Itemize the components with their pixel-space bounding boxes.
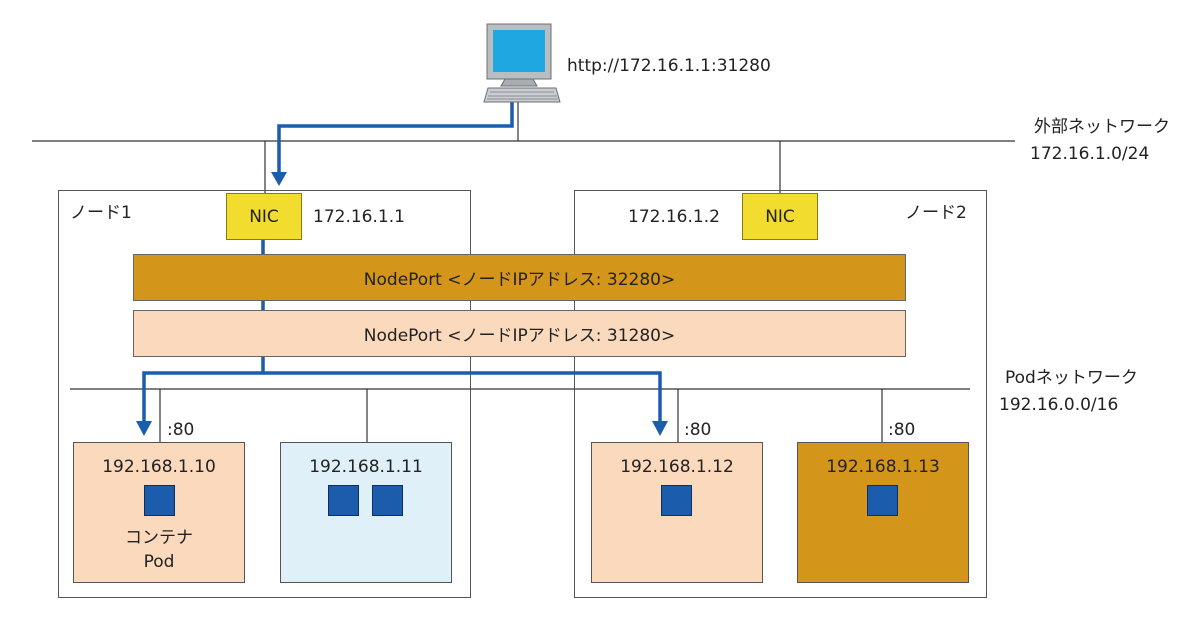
- pod4-port: :80: [888, 420, 916, 440]
- pod-192-168-1-11: 192.168.1.11: [280, 442, 452, 583]
- node1-box: [58, 190, 471, 598]
- client-url: http://172.16.1.1:31280: [567, 56, 771, 76]
- traffic-arrow-nic: [271, 172, 287, 186]
- pod-ip: 192.168.1.10: [102, 457, 216, 477]
- pod-label: Pod: [143, 552, 175, 572]
- nodeport-31280: NodePort <ノードIPアドレス: 31280>: [133, 310, 906, 357]
- pod-network-name: Podネットワーク: [1005, 368, 1138, 388]
- node1-ip: 172.16.1.1: [313, 207, 405, 227]
- pod3-port: :80: [684, 420, 712, 440]
- container-icon: [144, 485, 175, 516]
- node1-name: ノード1: [70, 203, 132, 223]
- pod-192-168-1-13: 192.168.1.13: [797, 442, 969, 583]
- container-icon: [328, 485, 359, 516]
- node2-nic: NIC: [742, 193, 818, 240]
- nodeport-32280: NodePort <ノードIPアドレス: 32280>: [133, 254, 906, 301]
- traffic-path-branch-node2: [263, 371, 662, 425]
- pod-ip: 192.168.1.12: [620, 457, 734, 477]
- container-icon: [372, 485, 403, 516]
- node2-name: ノード2: [905, 203, 967, 223]
- container-icon: [661, 485, 692, 516]
- node2-box: [574, 190, 987, 598]
- external-network-cidr: 172.16.1.0/24: [1030, 144, 1150, 164]
- traffic-path-nic-to-pods: [142, 240, 265, 425]
- pod-192-168-1-10: 192.168.1.10 コンテナ Pod: [73, 442, 245, 583]
- container-icon: [867, 485, 898, 516]
- pod-network-cidr: 192.16.0.0/16: [999, 395, 1119, 415]
- traffic-path-client-to-nic: [277, 102, 514, 176]
- pod-192-168-1-12: 192.168.1.12: [591, 442, 763, 583]
- traffic-arrow-pod3: [652, 421, 668, 436]
- pod-ip: 192.168.1.13: [826, 457, 940, 477]
- container-label: コンテナ: [125, 528, 193, 548]
- node1-nic: NIC: [226, 193, 302, 240]
- pod-ip: 192.168.1.11: [309, 457, 423, 477]
- traffic-arrow-pod1: [136, 421, 152, 436]
- external-network-name: 外部ネットワーク: [1034, 117, 1170, 137]
- pod1-port: :80: [167, 420, 195, 440]
- node2-ip: 172.16.1.2: [628, 207, 720, 227]
